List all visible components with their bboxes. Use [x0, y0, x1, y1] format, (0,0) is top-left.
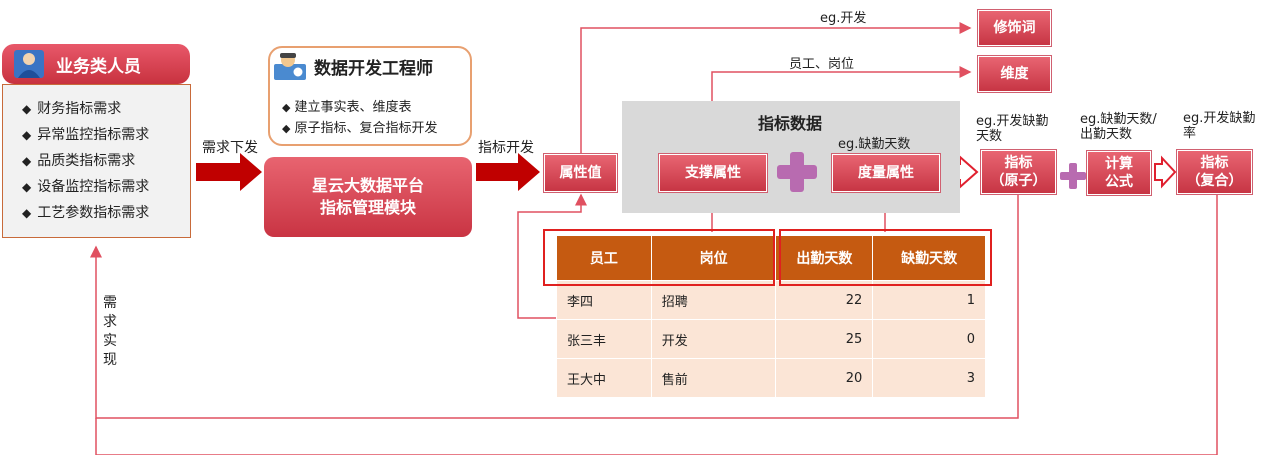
- support-attr-box: 支撑属性: [659, 154, 767, 192]
- metric-dev-arrow: [476, 153, 540, 191]
- list-item: 建立事实表、维度表: [282, 97, 437, 118]
- demand-down-label: 需求下发: [202, 140, 258, 156]
- atomic-eg: eg.开发缺勤 天数: [976, 114, 1049, 144]
- modifier-eg: eg.开发: [820, 11, 867, 26]
- dimension-box: 维度: [978, 56, 1051, 92]
- business-needs-list: 财务指标需求 异常监控指标需求 品质类指标需求 设备监控指标需求 工艺参数指标需…: [22, 96, 149, 226]
- cell-position: 售前: [650, 358, 777, 398]
- metric-panel-title: 指标数据: [758, 114, 823, 133]
- dimension-eg: 员工、岗位: [789, 57, 855, 72]
- header-employee: 员工: [556, 235, 652, 281]
- list-item: 财务指标需求: [22, 96, 149, 122]
- cell-absence: 0: [872, 319, 986, 359]
- engineer-icon: [272, 50, 308, 82]
- demand-down-arrow: [196, 153, 262, 191]
- cell-employee: 张三丰: [556, 319, 652, 359]
- formula-eg: eg.缺勤天数/ 出勤天数: [1080, 112, 1157, 142]
- cell-absence: 1: [872, 280, 986, 320]
- cell-employee: 王大中: [556, 358, 652, 398]
- plus-icon: [1060, 163, 1086, 189]
- platform-module: 星云大数据平台 指标管理模块: [264, 157, 472, 237]
- list-item: 工艺参数指标需求: [22, 200, 149, 226]
- header-attendance: 出勤天数: [775, 235, 874, 281]
- engineer-tasks-list: 建立事实表、维度表 原子指标、复合指标开发: [282, 97, 437, 139]
- business-role-title: 业务类人员: [2, 44, 190, 84]
- plus-icon: [777, 152, 817, 192]
- cell-attendance: 22: [775, 280, 874, 320]
- person-icon: [14, 50, 44, 78]
- table-header-row: 员工 岗位 出勤天数 缺勤天数: [556, 235, 986, 281]
- metric-dev-label: 指标开发: [478, 140, 534, 156]
- list-item: 异常监控指标需求: [22, 122, 149, 148]
- cell-employee: 李四: [556, 280, 652, 320]
- support-columns-frame: [543, 229, 775, 286]
- engineer-role-title: 数据开发工程师: [272, 48, 470, 84]
- list-item: 原子指标、复合指标开发: [282, 118, 437, 139]
- attribute-value-box: 属性值: [544, 154, 617, 192]
- attendance-table: 员工 岗位 出勤天数 缺勤天数 李四 招聘 22 1 张三丰 开发 25 0 王…: [556, 235, 986, 398]
- measure-columns-frame: [779, 229, 992, 286]
- table-row: 张三丰 开发 25 0: [556, 319, 986, 359]
- demand-realize-label: 需 求 实 现: [103, 295, 117, 368]
- list-item: 品质类指标需求: [22, 148, 149, 174]
- atomic-metric-box: 指标 （原子）: [981, 150, 1056, 194]
- measure-eg: eg.缺勤天数: [838, 137, 911, 152]
- cell-absence: 3: [872, 358, 986, 398]
- modifier-box: 修饰词: [978, 10, 1051, 46]
- composite-metric-box: 指标 （复合）: [1177, 150, 1252, 194]
- formula-box: 计算 公式: [1087, 151, 1151, 195]
- composite-eg: eg.开发缺勤 率: [1183, 111, 1256, 141]
- table-row: 李四 招聘 22 1: [556, 280, 986, 320]
- cell-attendance: 25: [775, 319, 874, 359]
- cell-position: 开发: [650, 319, 777, 359]
- measure-attr-box: 度量属性: [832, 154, 940, 192]
- table-row: 王大中 售前 20 3: [556, 358, 986, 398]
- list-item: 设备监控指标需求: [22, 174, 149, 200]
- header-absence: 缺勤天数: [872, 235, 986, 281]
- header-position: 岗位: [650, 235, 777, 281]
- cell-position: 招聘: [650, 280, 777, 320]
- cell-attendance: 20: [775, 358, 874, 398]
